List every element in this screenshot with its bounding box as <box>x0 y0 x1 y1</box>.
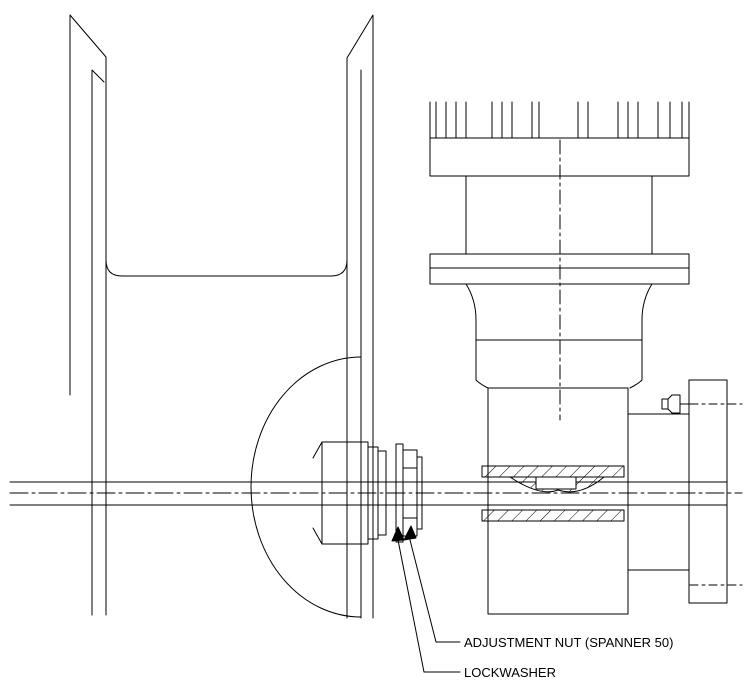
callout-leader-adjustment-nut <box>403 525 461 643</box>
bushing <box>481 465 625 522</box>
callout-leader-lockwasher <box>391 526 461 673</box>
right-frame-plate <box>346 14 374 619</box>
cross-member <box>105 259 348 277</box>
post-top-lines <box>429 101 690 139</box>
left-frame-plate <box>69 14 107 616</box>
side-housing <box>627 379 743 604</box>
label-adjustment-nut: ADJUSTMENT NUT (SPANNER 50) <box>464 635 673 650</box>
semicircular-guard <box>250 356 362 618</box>
adjustment-nut <box>402 449 423 537</box>
bearing-hub <box>312 441 387 545</box>
label-lockwasher: LOCKWASHER <box>464 665 556 680</box>
